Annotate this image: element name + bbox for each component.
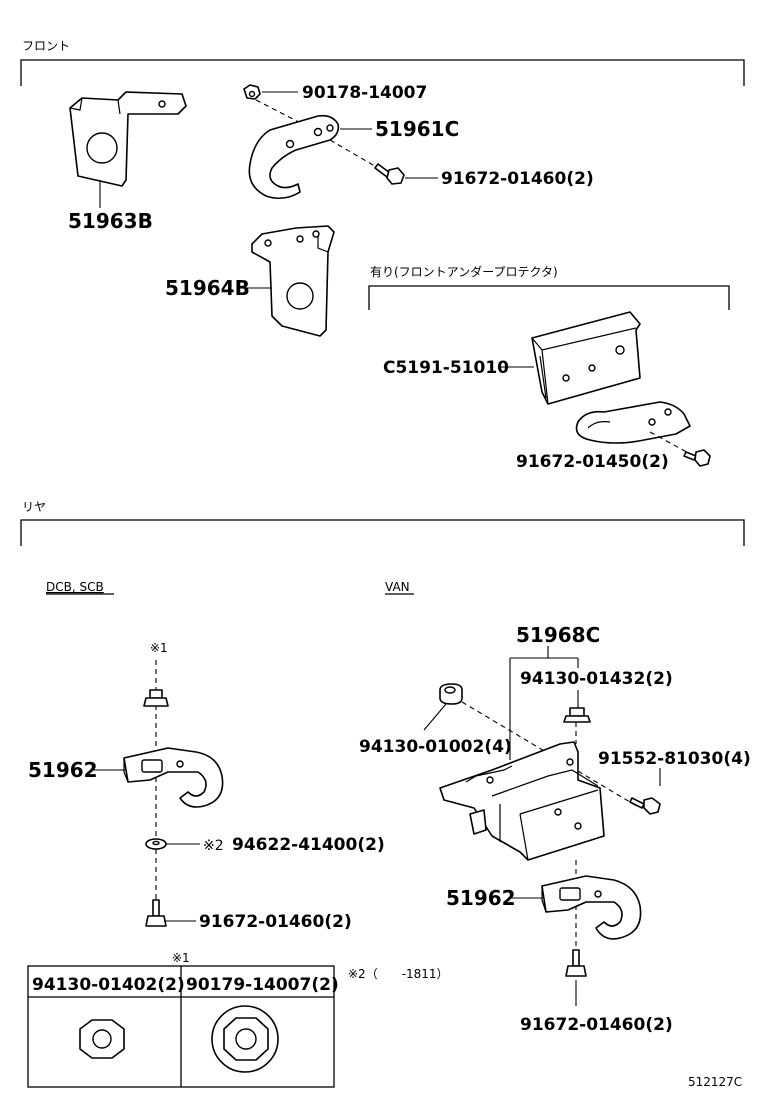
- bolt-91672-01460-right-icon: [565, 949, 587, 977]
- washer-94622-41400-icon: [145, 838, 167, 850]
- note-mark-1: ※1: [150, 641, 168, 655]
- bracket-51964B-icon: [251, 225, 335, 337]
- part-label-C5191-51010[interactable]: C5191-51010: [383, 358, 509, 378]
- figure-id: 512127C: [688, 1075, 742, 1089]
- option-section-title: 有り(フロントアンダープロテクタ): [370, 264, 558, 279]
- bolt-91552-81030-icon: [629, 797, 661, 815]
- part-label-94130-01432[interactable]: 94130-01432(2): [520, 669, 673, 689]
- part-label-51962-left[interactable]: 51962: [28, 758, 98, 782]
- table-mark-1: ※1: [172, 951, 190, 965]
- part-label-51968C[interactable]: 51968C: [516, 623, 600, 647]
- part-label-91552-81030[interactable]: 91552-81030(4): [598, 749, 751, 769]
- dcb-scb-heading: DCB, SCB: [46, 580, 104, 594]
- rear-section-frame: [20, 519, 745, 546]
- rear-tow-hook-51962-right-icon: [541, 875, 642, 940]
- nut-rear-left-icon: [143, 689, 169, 707]
- part-label-51961C[interactable]: 51961C: [375, 117, 459, 141]
- part-label-51963B[interactable]: 51963B: [68, 209, 153, 233]
- front-tow-hook-51961C-icon: [248, 114, 340, 200]
- bolt-91672-01460-front-icon: [374, 163, 405, 185]
- front-section-title: フロント: [22, 39, 70, 53]
- bolt-91672-01450-icon: [683, 449, 711, 467]
- part-label-51962-right[interactable]: 51962: [446, 886, 516, 910]
- van-heading: VAN: [385, 580, 410, 594]
- part-label-91672-01460-right[interactable]: 91672-01460(2): [520, 1015, 673, 1035]
- table-header-90179-14007: 90179-14007(2): [186, 975, 339, 995]
- rear-tow-hook-51962-left-icon: [123, 747, 224, 808]
- hitch-bracket-51968C-icon: [439, 741, 605, 861]
- nut-94130-01432-icon: [563, 707, 591, 723]
- bracket-51963B-icon: [69, 91, 187, 187]
- part-label-94622-41400[interactable]: 94622-41400(2): [232, 835, 385, 855]
- part-label-91672-01460-front[interactable]: 91672-01460(2): [441, 169, 594, 189]
- under-protector-C5191-51010-icon: [531, 311, 641, 405]
- front-section-frame: [20, 59, 745, 86]
- part-label-90178-14007[interactable]: 90178-14007: [302, 83, 427, 103]
- table-header-94130-01402: 94130-01402(2): [32, 975, 185, 995]
- bolt-91672-01460-left-icon: [145, 899, 167, 927]
- footnote-mark-2: ※2（ -1811）: [348, 967, 449, 981]
- part-label-91672-01460-left[interactable]: 91672-01460(2): [199, 912, 352, 932]
- option-section-frame: [368, 285, 730, 310]
- nut-variant-table: 94130-01402(2) 90179-14007(2): [27, 965, 339, 1088]
- nut-90178-14007-icon: [243, 84, 261, 100]
- part-label-94130-01002[interactable]: 94130-01002(4): [359, 737, 512, 757]
- hex-nut-icon: [79, 1019, 125, 1059]
- rear-section-title: リヤ: [22, 500, 46, 514]
- front-tow-hook-under-protector-icon: [575, 401, 691, 444]
- part-label-91672-01450[interactable]: 91672-01450(2): [516, 452, 669, 472]
- part-label-51964B[interactable]: 51964B: [165, 276, 250, 300]
- flange-nut-icon: [211, 1005, 279, 1073]
- collar-94130-01002-icon: [439, 683, 463, 705]
- note-mark-2: ※2: [203, 838, 224, 854]
